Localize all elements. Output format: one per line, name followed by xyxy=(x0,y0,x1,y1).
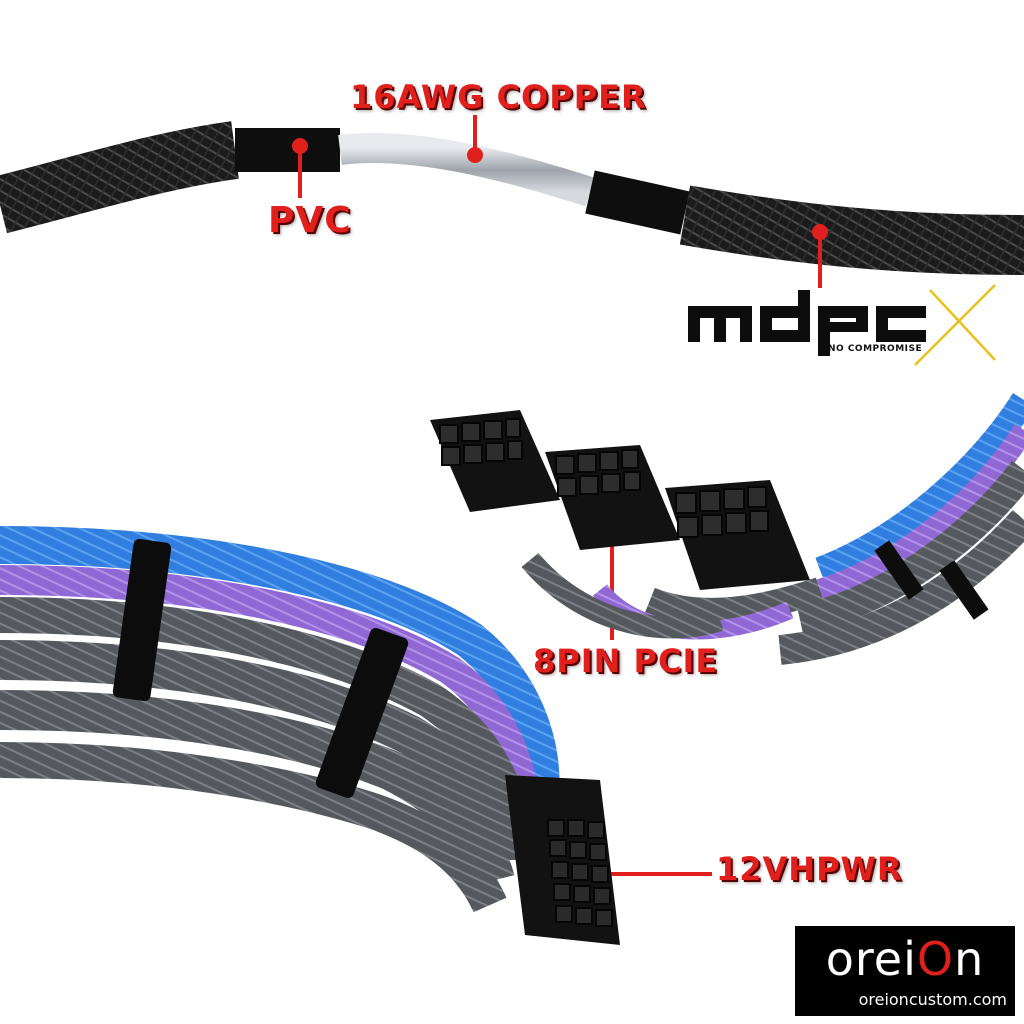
hpwr-connector xyxy=(505,775,620,945)
copper-callout-label: 16AWG COPPER xyxy=(350,78,647,116)
pcie-cable-bundle xyxy=(521,393,1024,665)
hpwr-callout-label: 12VHPWR xyxy=(716,850,903,888)
oreion-brand-badge: oreiOn oreioncustom.com xyxy=(795,926,1015,1016)
oreion-logo-part-b: O xyxy=(916,932,955,986)
pcie-callout-label: 8PIN PCIE xyxy=(533,642,719,680)
pvc-callout-label: PVC xyxy=(268,200,352,241)
pcie-connector-1 xyxy=(430,410,560,512)
oreion-logo: oreiOn xyxy=(795,932,1015,986)
cable-combs-right xyxy=(874,540,989,620)
oreion-url: oreioncustom.com xyxy=(858,990,1007,1009)
mdpc-logo-mark xyxy=(688,284,996,366)
oreion-logo-part-a: orei xyxy=(825,932,917,986)
mdpc-tagline: NO COMPROMISE xyxy=(828,344,923,354)
oreion-logo-part-c: n xyxy=(954,932,985,986)
pcie-connector-2 xyxy=(545,445,680,550)
cable-combs-left xyxy=(112,538,409,799)
hpwr-cable-bundle xyxy=(0,526,560,913)
pcie-connector-3 xyxy=(665,480,810,590)
top-cable xyxy=(0,121,1024,275)
